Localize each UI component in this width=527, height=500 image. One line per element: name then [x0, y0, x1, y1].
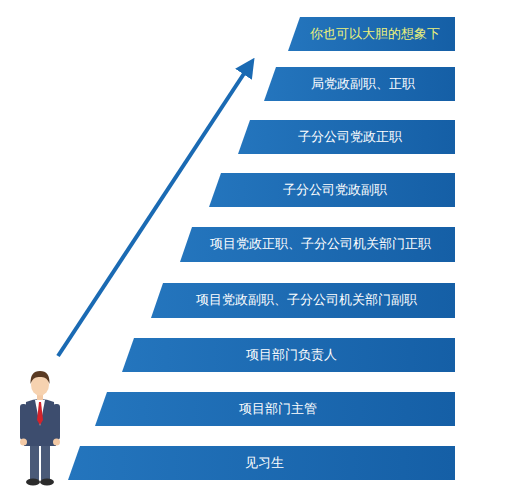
career-step: 子分公司党政正职: [238, 120, 455, 154]
step-label: 项目部门负责人: [122, 338, 455, 372]
career-step: 项目党政副职、子分公司机关部门副职: [151, 283, 455, 318]
person-hand: [53, 439, 60, 446]
step-band-shape: [95, 392, 455, 426]
person-illustration: [20, 371, 60, 486]
step-band-shape: [238, 120, 455, 154]
career-step: 子分公司党政副职: [209, 173, 455, 207]
step-label: 项目党政正职、子分公司机关部门正职: [180, 227, 455, 262]
step-label: 子分公司党政副职: [209, 173, 455, 207]
step-band-shape: [68, 446, 455, 480]
person-arm: [20, 404, 27, 440]
person-jacket: [24, 399, 56, 446]
step-band-shape: [122, 338, 455, 372]
career-step: 你也可以大胆的想象下: [288, 17, 455, 51]
step-label: 子分公司党政正职: [238, 120, 455, 154]
step-band-shape: [209, 173, 455, 207]
step-band-shape: [264, 67, 455, 101]
step-band-shape: [180, 227, 455, 262]
step-label: 你也可以大胆的想象下: [288, 17, 455, 51]
person-arm: [53, 404, 60, 440]
step-band-shape: [288, 17, 455, 51]
career-step: 见习生: [68, 446, 455, 480]
step-label: 项目部门主管: [95, 392, 455, 426]
career-step: 项目部门负责人: [122, 338, 455, 372]
step-label: 局党政副职、正职: [264, 67, 455, 101]
step-band-shape: [151, 283, 455, 318]
career-step: 局党政副职、正职: [264, 67, 455, 101]
step-label: 项目党政副职、子分公司机关部门副职: [151, 283, 455, 318]
career-step: 项目部门主管: [95, 392, 455, 426]
career-step: 项目党政正职、子分公司机关部门正职: [180, 227, 455, 262]
person-shoe: [26, 479, 40, 486]
step-label: 见习生: [68, 446, 455, 480]
person-shirt: [35, 400, 45, 426]
person-shoe: [40, 479, 54, 486]
person-hand: [20, 439, 27, 446]
person-hair: [30, 371, 49, 384]
person-tie: [37, 402, 43, 425]
